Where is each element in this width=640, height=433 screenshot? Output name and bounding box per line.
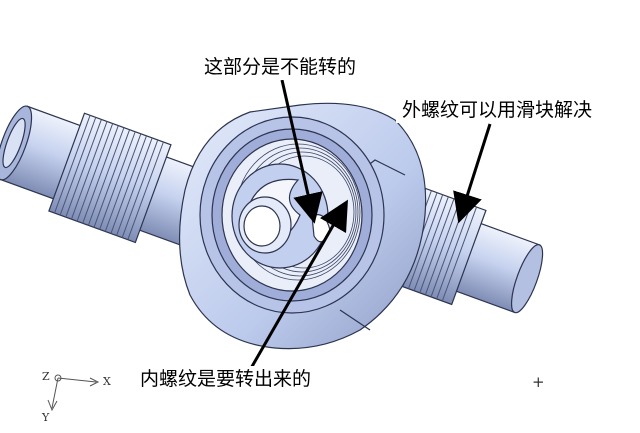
left-external-thread <box>48 112 172 244</box>
center-body <box>178 102 427 350</box>
axis-x-label: X <box>103 375 111 388</box>
axis-z-label: Z <box>42 370 50 383</box>
left-pipe <box>0 105 217 249</box>
callout-arrows <box>248 79 492 371</box>
axis-triad <box>47 374 100 412</box>
crosshair-cursor-icon: + <box>532 373 545 391</box>
callout-top: 这部分是不能转的 <box>198 54 363 80</box>
axis-y-label: Y <box>42 411 50 424</box>
callout-right: 外螺纹可以用滑块解决 <box>396 97 599 123</box>
callout-bottom: 内螺纹是要转出来的 <box>134 366 318 392</box>
arrow-top <box>280 79 323 224</box>
arrow-right <box>453 123 492 224</box>
arrow-bottom <box>248 199 348 371</box>
valve-part-model[interactable] <box>0 90 554 350</box>
